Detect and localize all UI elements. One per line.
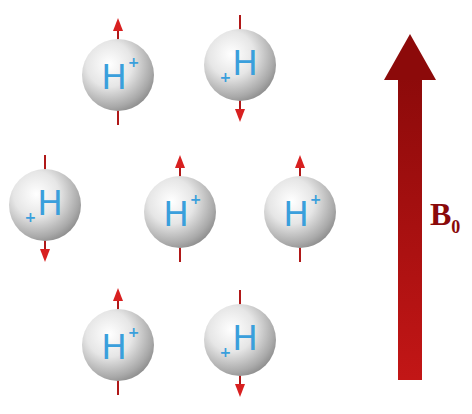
charge-sign: + [190,192,202,206]
proton-node: H+ [8,168,82,242]
charge-sign: + [219,345,231,359]
element-symbol: H [101,60,127,94]
charge-sign: + [24,210,36,224]
proton-node: H+ [81,308,155,382]
charge-sign: + [128,55,140,69]
element-symbol: H [232,321,258,355]
proton-node: H+ [143,175,217,249]
element-symbol: H [163,197,189,231]
field-subscript: 0 [451,217,460,237]
element-symbol: H [101,330,127,364]
proton-node: H+ [81,38,155,112]
proton-node: H+ [203,28,277,102]
charge-sign: + [128,325,140,339]
charge-sign: + [310,192,322,206]
field-label: B0 [430,196,460,233]
charge-sign: + [219,70,231,84]
element-symbol: H [283,197,309,231]
proton-node: H+ [203,303,277,377]
field-symbol: B [430,196,451,232]
field-arrow-head [384,34,436,80]
field-arrow-shaft [398,74,422,380]
proton-node: H+ [263,175,337,249]
element-symbol: H [37,186,63,220]
element-symbol: H [232,46,258,80]
